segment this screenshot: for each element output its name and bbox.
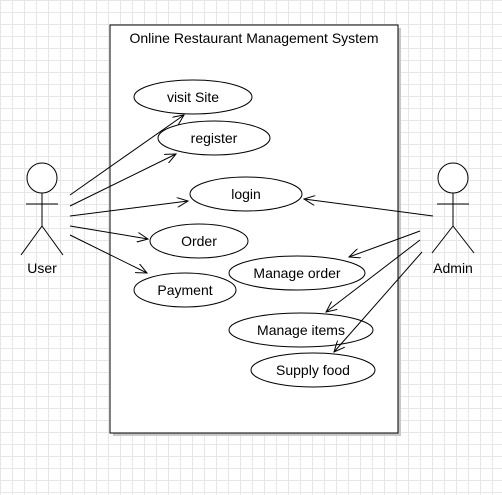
admin-actor	[431, 162, 475, 254]
assoc-user-order	[69, 225, 148, 239]
use-case-visit-site-label: visit Site	[167, 89, 219, 105]
user-actor	[20, 162, 64, 256]
admin-actor-label: Admin	[433, 260, 473, 276]
assoc-admin-supply-food	[334, 251, 423, 352]
assoc-user-login	[69, 201, 188, 217]
assoc-user-visit-site	[69, 115, 184, 196]
assoc-user-register	[69, 154, 176, 207]
use-case-order	[149, 223, 249, 259]
use-case-login-label: login	[231, 186, 261, 202]
use-case-manage-items-label: Manage items	[257, 322, 345, 338]
use-case-manage-order-label: Manage order	[253, 265, 341, 281]
assoc-admin-manage-order	[349, 230, 421, 257]
assoc-admin-manage-items	[326, 239, 421, 312]
assoc-admin-login	[304, 199, 434, 217]
use-case-payment-label: Payment	[157, 282, 212, 298]
use-case-order-label: Order	[181, 233, 217, 249]
use-case-visit-site	[133, 79, 253, 115]
use-case-manage-items	[228, 312, 374, 348]
assoc-user-payment	[69, 234, 147, 273]
use-case-register	[157, 120, 271, 156]
system-title: Online Restaurant Management System	[129, 30, 378, 46]
use-case-register-label: register	[191, 130, 238, 146]
use-case-manage-order	[228, 255, 366, 291]
use-case-payment	[133, 272, 237, 308]
user-actor-label: User	[27, 260, 57, 276]
use-case-supply-food	[250, 352, 376, 388]
use-case-login	[189, 176, 303, 212]
use-case-supply-food-label: Supply food	[276, 362, 350, 378]
